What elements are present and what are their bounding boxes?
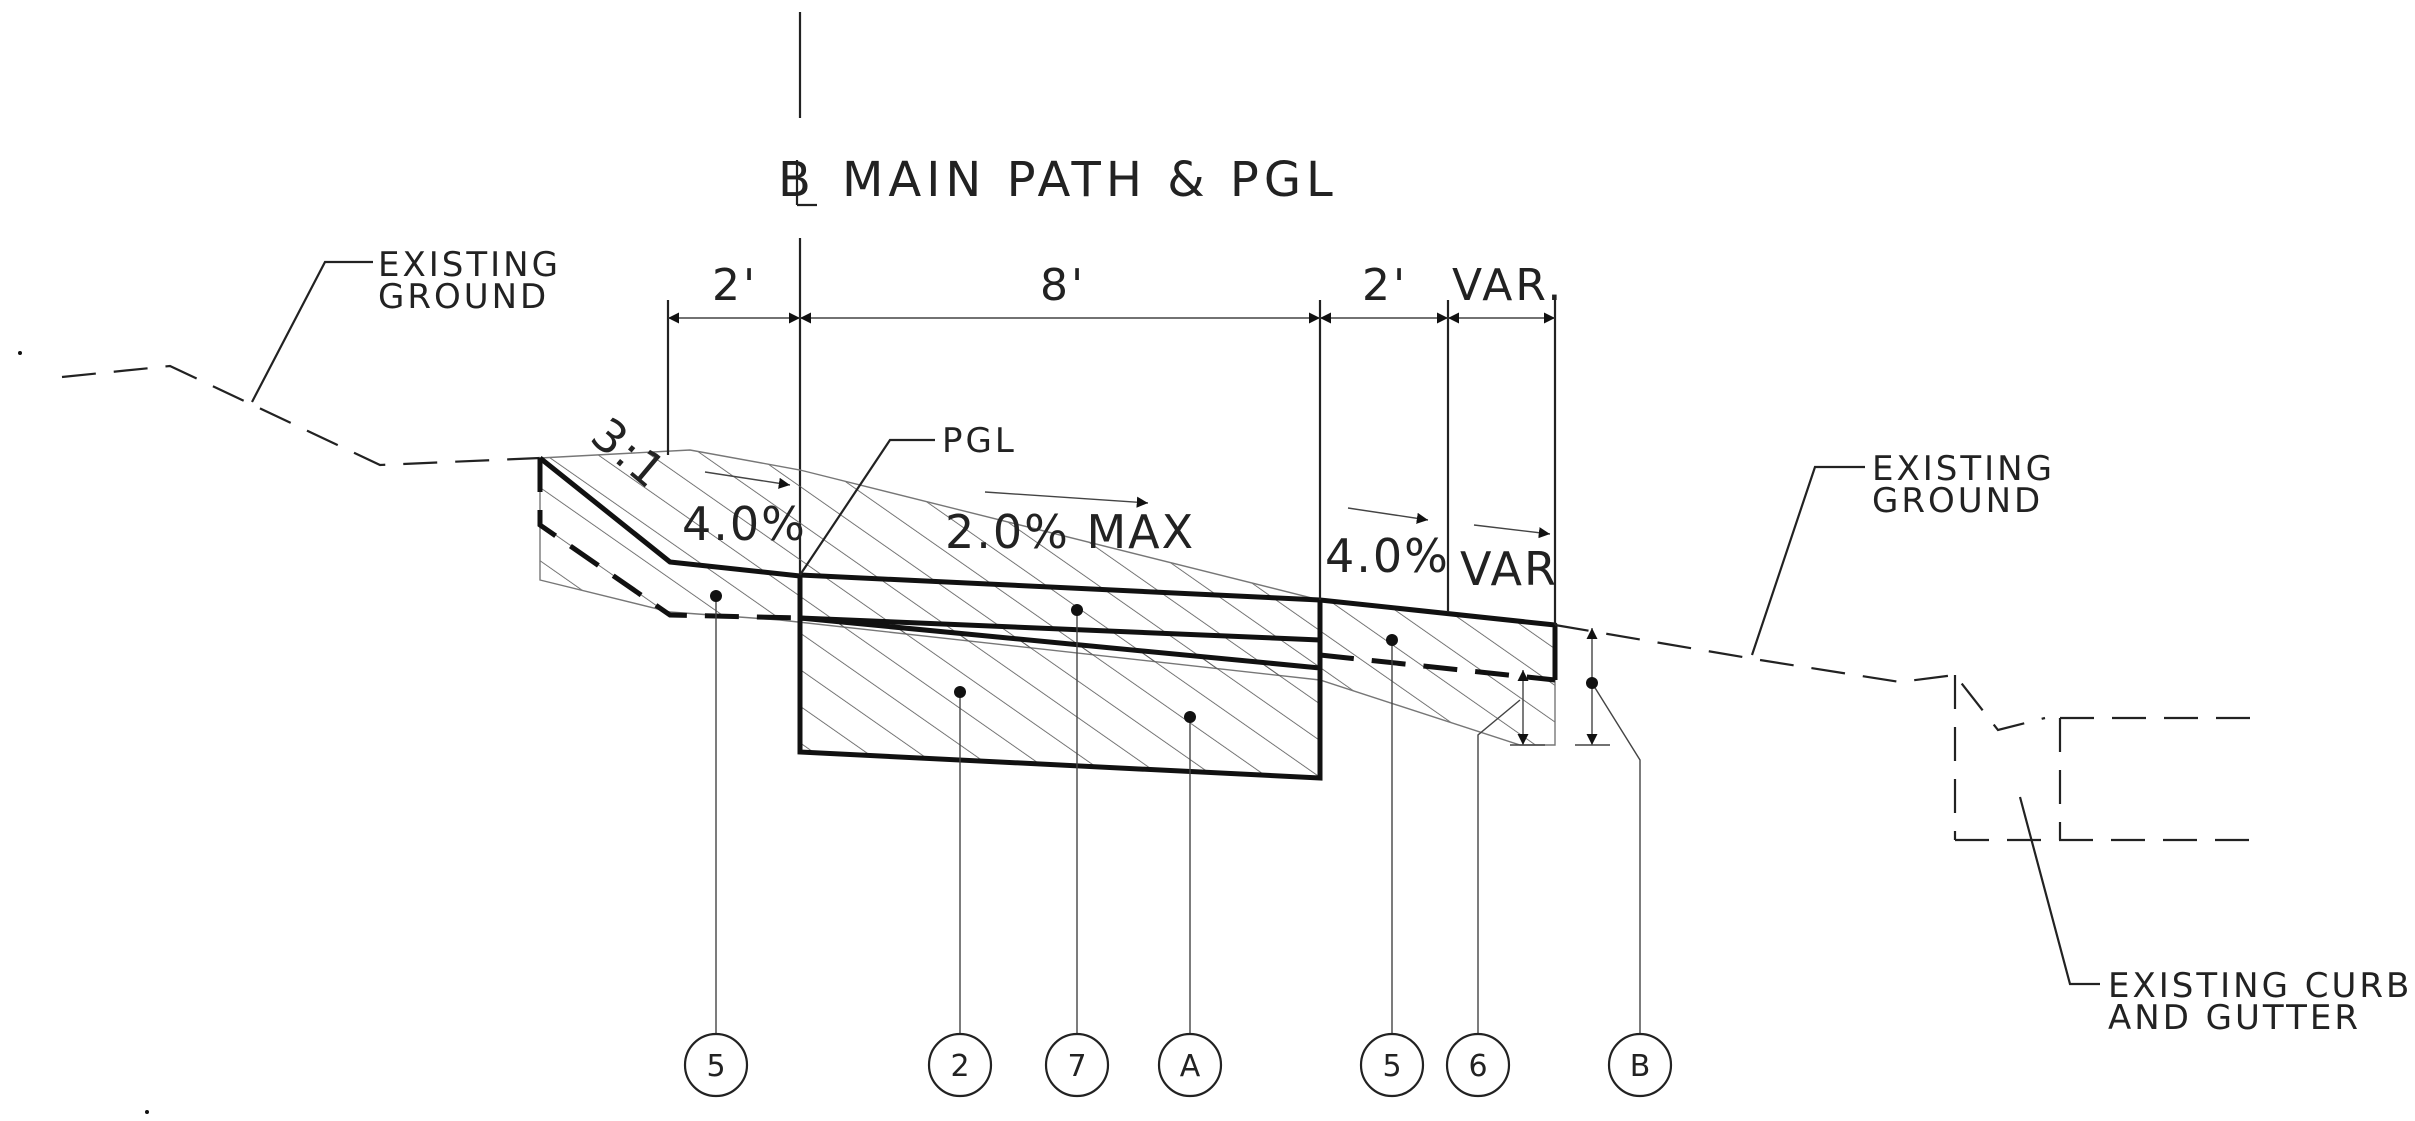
path-surface <box>799 572 1558 680</box>
arrow-icon <box>704 471 1551 539</box>
callout-5-left: 5 <box>706 1049 725 1084</box>
curb-label-1: EXISTING CURB <box>2108 966 2412 1006</box>
centerline-symbol-icon: B <box>778 152 817 208</box>
existing-curb-gutter <box>1953 675 2260 842</box>
callout-7: 7 <box>1067 1049 1086 1084</box>
dimension-line <box>666 300 1557 625</box>
callout-bubble: 7 <box>1044 1032 1110 1098</box>
callout-bubble: 5 <box>1359 1032 1425 1098</box>
dim-left-shoulder: 2' <box>712 260 758 311</box>
surface-bottom <box>799 615 1321 643</box>
pgl-leader: PGL <box>799 421 1017 576</box>
callout-leaders <box>715 596 1641 1035</box>
dim-variable: VAR. <box>1452 260 1564 311</box>
svg-text:B: B <box>778 152 811 208</box>
existing-ground-right-leader: EXISTING GROUND <box>1750 449 2055 656</box>
shoulder-right-bottom <box>1319 652 1556 683</box>
callout-bubble: 6 <box>1445 1032 1511 1098</box>
side-slope-edge <box>538 456 801 579</box>
centerline-label: MAIN PATH & PGL <box>842 152 1338 208</box>
existing-ground-right-label-2: GROUND <box>1872 481 2043 521</box>
existing-ground-left-label-2: GROUND <box>378 277 549 317</box>
callout-a: A <box>1180 1049 1201 1084</box>
shoulder-left-bottom <box>537 458 801 621</box>
existing-ground-right-line <box>1554 623 2046 732</box>
existing-ground-left-line <box>61 364 541 467</box>
pgl-label: PGL <box>942 421 1017 461</box>
callout-bubble: A <box>1157 1032 1223 1098</box>
callout-bubble: 2 <box>927 1032 993 1098</box>
callout-2: 2 <box>950 1049 969 1084</box>
slope-variable: VAR <box>1460 542 1558 596</box>
slope-left-shoulder: 4.0% <box>682 497 807 551</box>
callout-bubble: 5 <box>683 1032 749 1098</box>
slope-right-shoulder: 4.0% <box>1325 529 1450 583</box>
dim-right-shoulder: 2' <box>1362 260 1408 311</box>
curb-label-2: AND GUTTER <box>2108 998 2361 1038</box>
existing-ground-right-label-1: EXISTING <box>1872 449 2055 489</box>
dim-path-width: 8' <box>1040 260 1086 311</box>
existing-ground-left-label-1: EXISTING <box>378 245 561 285</box>
stray-mark <box>18 351 22 355</box>
callout-dot-icon <box>710 590 1598 723</box>
callout-6: 6 <box>1468 1049 1487 1084</box>
curb-leader: EXISTING CURB AND GUTTER <box>2018 796 2412 1038</box>
existing-ground-left-leader: EXISTING GROUND <box>251 245 561 403</box>
callout-bubble: B <box>1607 1032 1673 1098</box>
slope-path: 2.0% MAX <box>945 505 1195 559</box>
callout-b: B <box>1630 1049 1651 1084</box>
callout-5-right: 5 <box>1382 1049 1401 1084</box>
stray-mark <box>145 1110 149 1114</box>
